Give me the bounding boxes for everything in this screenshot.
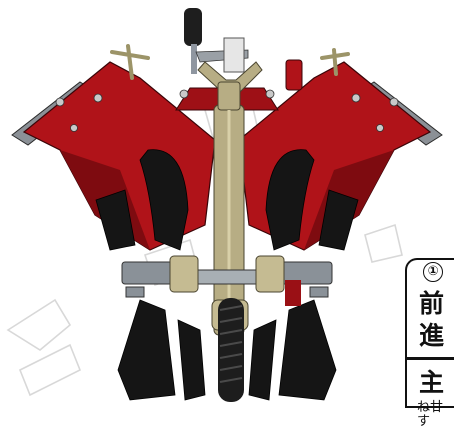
- cultivator-illustration: [6, 8, 443, 402]
- lever-grip: [184, 8, 202, 46]
- red-lower-part: [285, 280, 301, 306]
- label-bottom-text: ね廿す: [417, 400, 444, 429]
- blades: [95, 149, 359, 401]
- label-char-forward-1: 前: [419, 289, 445, 318]
- bolts: [55, 89, 399, 132]
- lever-shaft: [191, 44, 197, 74]
- instruction-label: [405, 258, 454, 408]
- label-divider: [405, 357, 454, 360]
- center-pipe: [223, 37, 245, 73]
- label-char-main: 主: [419, 368, 445, 397]
- label-number: ①: [423, 262, 443, 282]
- t-handles: [110, 44, 350, 80]
- cultivator-drawing: [6, 8, 443, 402]
- red-gear: [285, 59, 303, 91]
- label-char-forward-2: 進: [419, 321, 445, 350]
- center-tire: [218, 298, 244, 402]
